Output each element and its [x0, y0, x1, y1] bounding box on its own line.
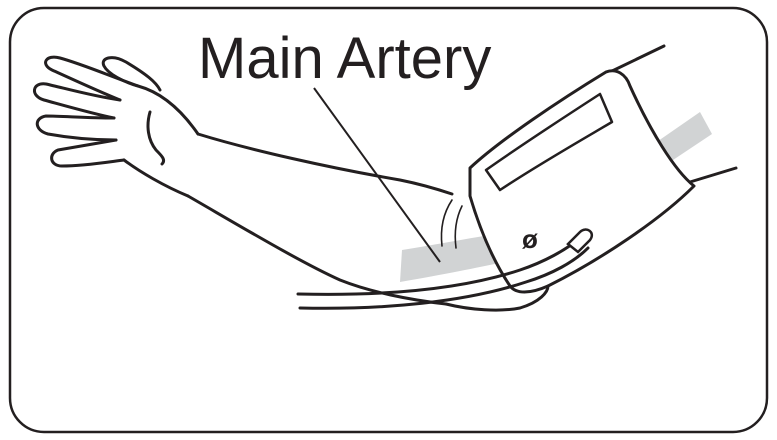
pressure-cuff [444, 69, 696, 312]
artery-symbol: ø [522, 224, 538, 254]
air-tube [296, 228, 594, 310]
artery-band-elbow [400, 234, 504, 282]
main-artery-label: Main Artery [198, 26, 491, 91]
arm-outline [33, 44, 738, 306]
diagram-frame [8, 6, 769, 434]
label-leader-line [313, 87, 441, 263]
